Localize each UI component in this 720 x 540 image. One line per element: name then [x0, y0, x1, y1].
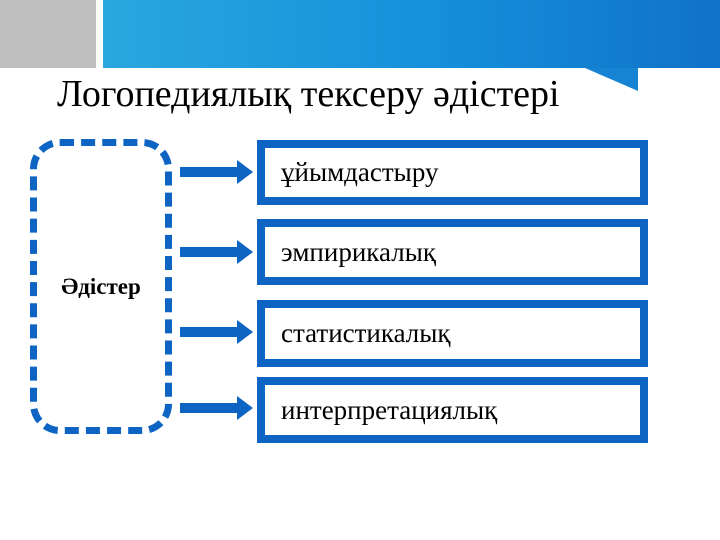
method-box-empirical: эмпирикалық — [257, 219, 648, 285]
arrow-right-icon — [180, 320, 253, 344]
corner-gray-block — [0, 0, 96, 68]
method-box-organizational: ұйымдастыру — [257, 140, 648, 205]
method-box-statistical: статистикалық — [257, 300, 648, 367]
methods-source-label: Әдістер — [61, 273, 141, 299]
methods-source-box: Әдістер — [30, 139, 172, 434]
method-label: эмпирикалық — [281, 236, 436, 267]
method-label: статистикалық — [281, 318, 451, 348]
method-label: интерпретациялық — [281, 394, 498, 425]
method-label: ұйымдастыру — [281, 157, 439, 187]
arrow-right-icon — [180, 160, 253, 184]
method-box-interpretational: интерпретациялық — [257, 377, 648, 443]
banner-tail-triangle — [585, 68, 638, 91]
slide-title: Логопедиялық тексеру әдістері — [57, 73, 560, 115]
header-banner — [103, 0, 720, 68]
arrow-right-icon — [180, 240, 253, 264]
arrow-right-icon — [180, 396, 253, 420]
